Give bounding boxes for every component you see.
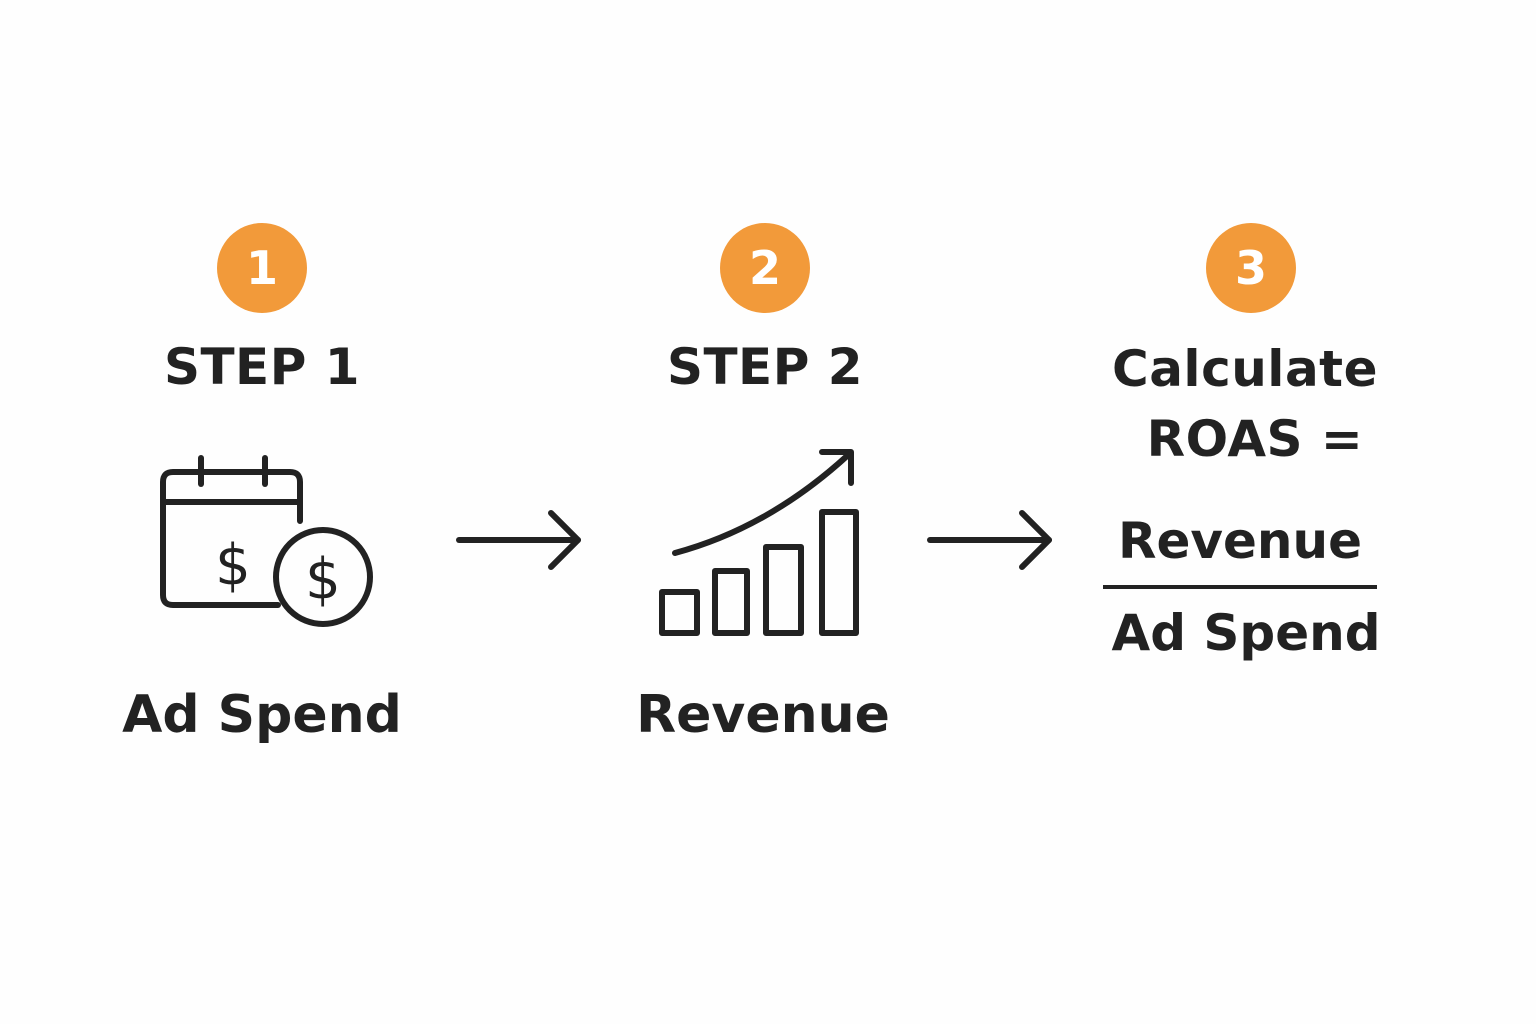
coin-dollar-sign: $ [305,547,341,612]
step-3-title-line-1: Calculate [1112,340,1378,398]
step-2-label: Revenue [636,685,890,745]
step-2-title: STEP 2 [666,338,864,396]
step-2-badge: 2 [720,223,810,313]
growth-bar-chart-icon [659,449,859,636]
step-3-title-line-2: ROAS = [1146,410,1364,468]
step-1-title: STEP 1 [163,338,361,396]
chart-bar-3 [763,544,804,636]
fraction-numerator: Revenue [1117,512,1363,570]
growth-trend-arrow [672,453,850,556]
step-1-label: Ad Spend [122,685,402,745]
arrow-right-icon [456,510,581,570]
calendar-dollar-sign: $ [215,533,251,598]
fraction-line [1103,585,1377,589]
arrow-right-icon [927,510,1052,570]
step-2-number: 2 [748,241,781,295]
chart-bar-4 [819,509,859,636]
step-3-number: 3 [1234,241,1267,295]
chart-bar-2 [712,568,750,636]
step-1-number: 1 [245,241,278,295]
calendar-dollar-icon: $ $ [160,455,373,627]
step-3-badge: 3 [1206,223,1296,313]
chart-bar-1 [659,589,700,636]
step-1-badge: 1 [217,223,307,313]
fraction-denominator: Ad Spend [1111,604,1381,662]
